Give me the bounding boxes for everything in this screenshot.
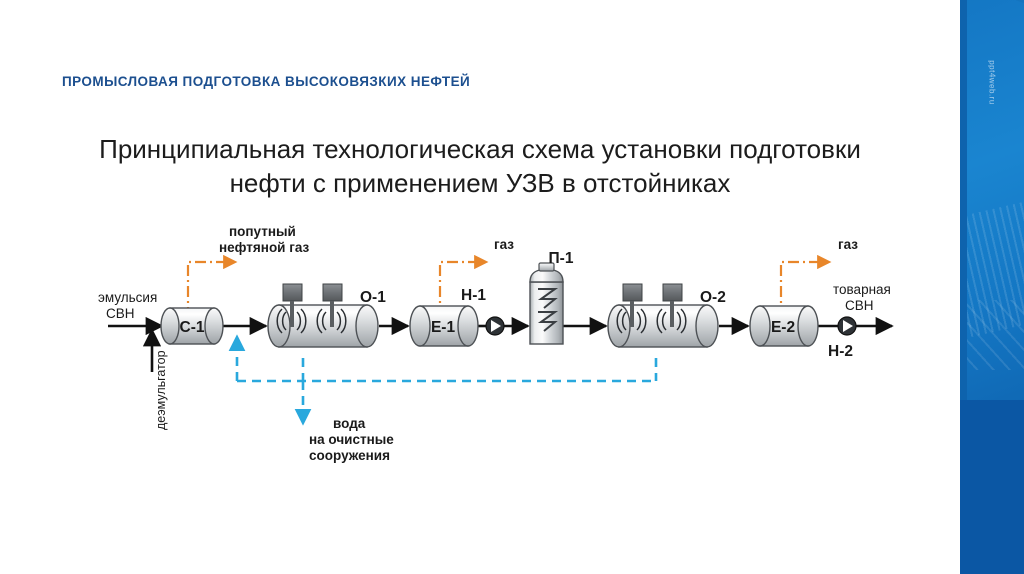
page-title-line-2: нефти с применением УЗВ в отстойниках <box>229 168 731 199</box>
label-h1: Н-1 <box>461 287 486 304</box>
decorative-side-panel: ppt4web.ru <box>960 0 1024 574</box>
label-inlet-line2: СВН <box>106 306 135 321</box>
label-e1: Е-1 <box>431 319 456 336</box>
heater-p1: П-1 <box>529 250 574 345</box>
label-water-2: на очистные <box>309 432 394 447</box>
label-o1: О-1 <box>360 289 386 306</box>
page-title-line-1: Принципиальная технологическая схема уст… <box>99 134 861 164</box>
panel-left-edge <box>960 0 967 400</box>
label-water-3: сооружения <box>309 448 390 463</box>
pump-h1 <box>485 316 505 336</box>
settler-o2: О-2 <box>607 283 726 348</box>
tank-e1: Е-1 <box>409 305 479 347</box>
panel-top-gradient <box>960 0 1024 400</box>
label-inlet-line1: эмульсия <box>98 290 157 305</box>
gas-line-e1 <box>438 254 489 318</box>
section-eyebrow: ПРОМЫСЛОВАЯ ПОДГОТОВКА ВЫСОКОВЯЗКИХ НЕФТ… <box>62 74 471 89</box>
label-demulsifier: деэмульгатор <box>154 350 168 430</box>
gas-line-e2 <box>779 254 832 318</box>
settler-o1: О-1 <box>267 283 386 348</box>
label-e2: Е-2 <box>771 319 795 336</box>
label-product-1: товарная <box>833 282 891 297</box>
pump-h2 <box>837 316 857 336</box>
page-title: Принципиальная технологическая схема уст… <box>60 132 900 201</box>
gas-line-c1 <box>186 254 238 318</box>
water-lines <box>228 334 658 426</box>
main-process-line <box>108 316 894 372</box>
panel-texture-lines <box>960 0 1024 400</box>
label-assoc-gas-2: нефтяной газ <box>219 240 310 255</box>
tank-e2: Е-2 <box>749 305 819 347</box>
label-gas-e1: газ <box>494 237 514 252</box>
panel-bottom-block <box>960 400 1024 574</box>
panel-texture-hatch <box>960 300 1024 370</box>
label-o2: О-2 <box>700 289 726 306</box>
label-product-2: СВН <box>845 298 874 313</box>
label-gas-e2: газ <box>838 237 858 252</box>
label-assoc-gas-1: попутный <box>229 224 296 239</box>
label-p1: П-1 <box>549 250 574 267</box>
label-c1: С-1 <box>180 319 205 336</box>
separator-c1: С-1 <box>160 307 224 345</box>
label-water-1: вода <box>333 416 366 431</box>
label-h2: Н-2 <box>828 343 853 360</box>
gas-lines <box>186 254 832 318</box>
